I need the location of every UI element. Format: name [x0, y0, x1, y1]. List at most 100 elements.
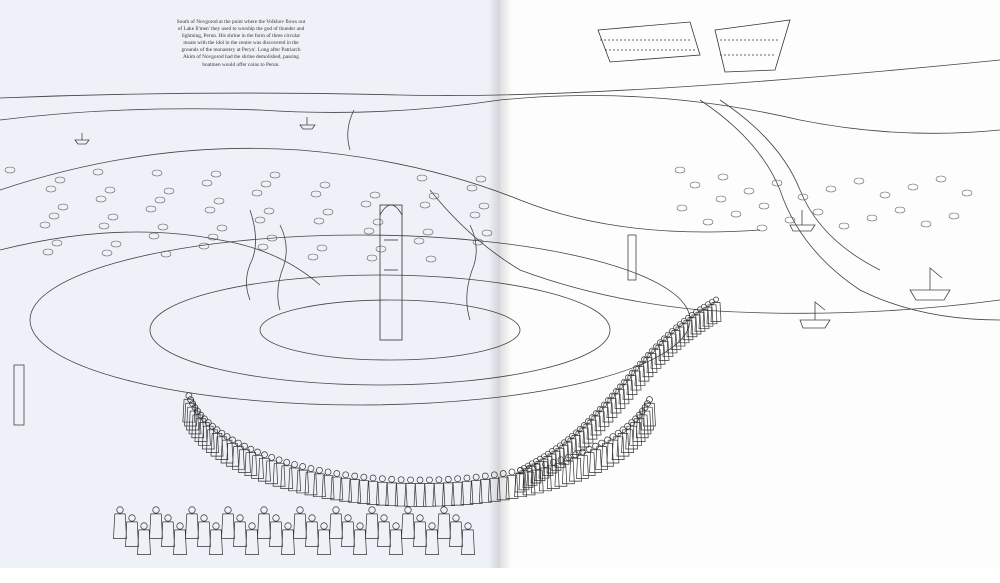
figure — [469, 473, 483, 504]
figure — [221, 506, 235, 539]
figure — [357, 473, 371, 504]
figure — [313, 466, 326, 498]
bush — [251, 189, 263, 197]
bush — [756, 224, 768, 232]
bush — [469, 211, 481, 219]
bush — [107, 213, 119, 221]
bush — [310, 190, 322, 198]
figure — [317, 522, 331, 555]
page-bottom-edge — [0, 568, 1000, 583]
bush — [198, 242, 210, 250]
figure — [201, 419, 215, 450]
figure — [339, 471, 353, 502]
town — [597, 19, 791, 73]
bush — [730, 210, 742, 218]
bush — [674, 166, 686, 174]
smoke — [246, 209, 256, 301]
figure — [348, 472, 362, 503]
bush — [51, 239, 63, 247]
hill — [0, 231, 321, 286]
figure — [182, 392, 196, 423]
river — [719, 99, 881, 271]
bush — [419, 201, 431, 209]
figure — [710, 296, 722, 322]
bush — [201, 179, 213, 187]
bush — [478, 202, 490, 210]
figure — [149, 506, 163, 539]
bush — [784, 216, 796, 224]
bush — [322, 208, 334, 216]
bush — [838, 222, 850, 230]
bush — [160, 250, 172, 258]
bush — [812, 208, 824, 216]
bush — [948, 212, 960, 220]
boats — [74, 117, 951, 329]
bush — [316, 244, 328, 252]
figure — [137, 522, 151, 555]
bush — [363, 227, 375, 235]
bush — [110, 240, 122, 248]
bush — [366, 254, 378, 262]
figure — [304, 465, 318, 496]
figure — [269, 514, 283, 547]
bush — [263, 207, 275, 215]
shoreline — [0, 95, 1000, 134]
bush — [360, 200, 372, 208]
bush — [148, 232, 160, 240]
wooden-post — [627, 234, 637, 281]
figure — [185, 506, 199, 539]
bush — [935, 175, 947, 183]
figure — [366, 474, 380, 505]
figure — [305, 514, 319, 547]
bush — [717, 173, 729, 181]
bush — [879, 191, 891, 199]
figure — [288, 461, 301, 492]
figure — [161, 514, 175, 547]
bush — [54, 176, 66, 184]
figure — [496, 470, 510, 501]
central-circle — [259, 299, 521, 361]
figure — [353, 522, 367, 555]
figure — [198, 415, 211, 446]
bush — [98, 222, 110, 230]
figure — [460, 474, 474, 505]
figure — [478, 472, 492, 503]
figure — [238, 442, 251, 473]
bush — [260, 180, 272, 188]
figure — [184, 396, 197, 427]
caption-text: South of Novgorod at the point where the… — [176, 19, 306, 68]
bush — [758, 202, 770, 210]
bush — [157, 223, 169, 231]
figure — [244, 445, 258, 476]
figure — [209, 522, 223, 555]
river — [699, 99, 1000, 321]
bush — [257, 243, 269, 251]
figure — [280, 458, 294, 489]
figure — [341, 514, 355, 547]
book-gutter — [488, 0, 512, 583]
bush — [319, 181, 331, 189]
figure — [505, 468, 519, 499]
figure — [437, 506, 451, 539]
figure — [197, 514, 211, 547]
outer-moat — [29, 234, 691, 406]
figure — [432, 476, 446, 507]
bush — [101, 249, 113, 257]
bushes — [4, 166, 973, 263]
bush — [269, 171, 281, 179]
figure — [425, 522, 439, 555]
figure — [451, 475, 465, 506]
bush — [920, 220, 932, 228]
bush — [204, 206, 216, 214]
figure — [215, 429, 229, 460]
figure — [330, 470, 344, 501]
bush — [39, 221, 51, 229]
bush — [163, 187, 175, 195]
bush — [771, 179, 783, 187]
figure — [293, 506, 307, 539]
figure — [401, 506, 415, 539]
bush — [307, 253, 319, 261]
bush — [475, 175, 487, 183]
figure — [281, 522, 295, 555]
